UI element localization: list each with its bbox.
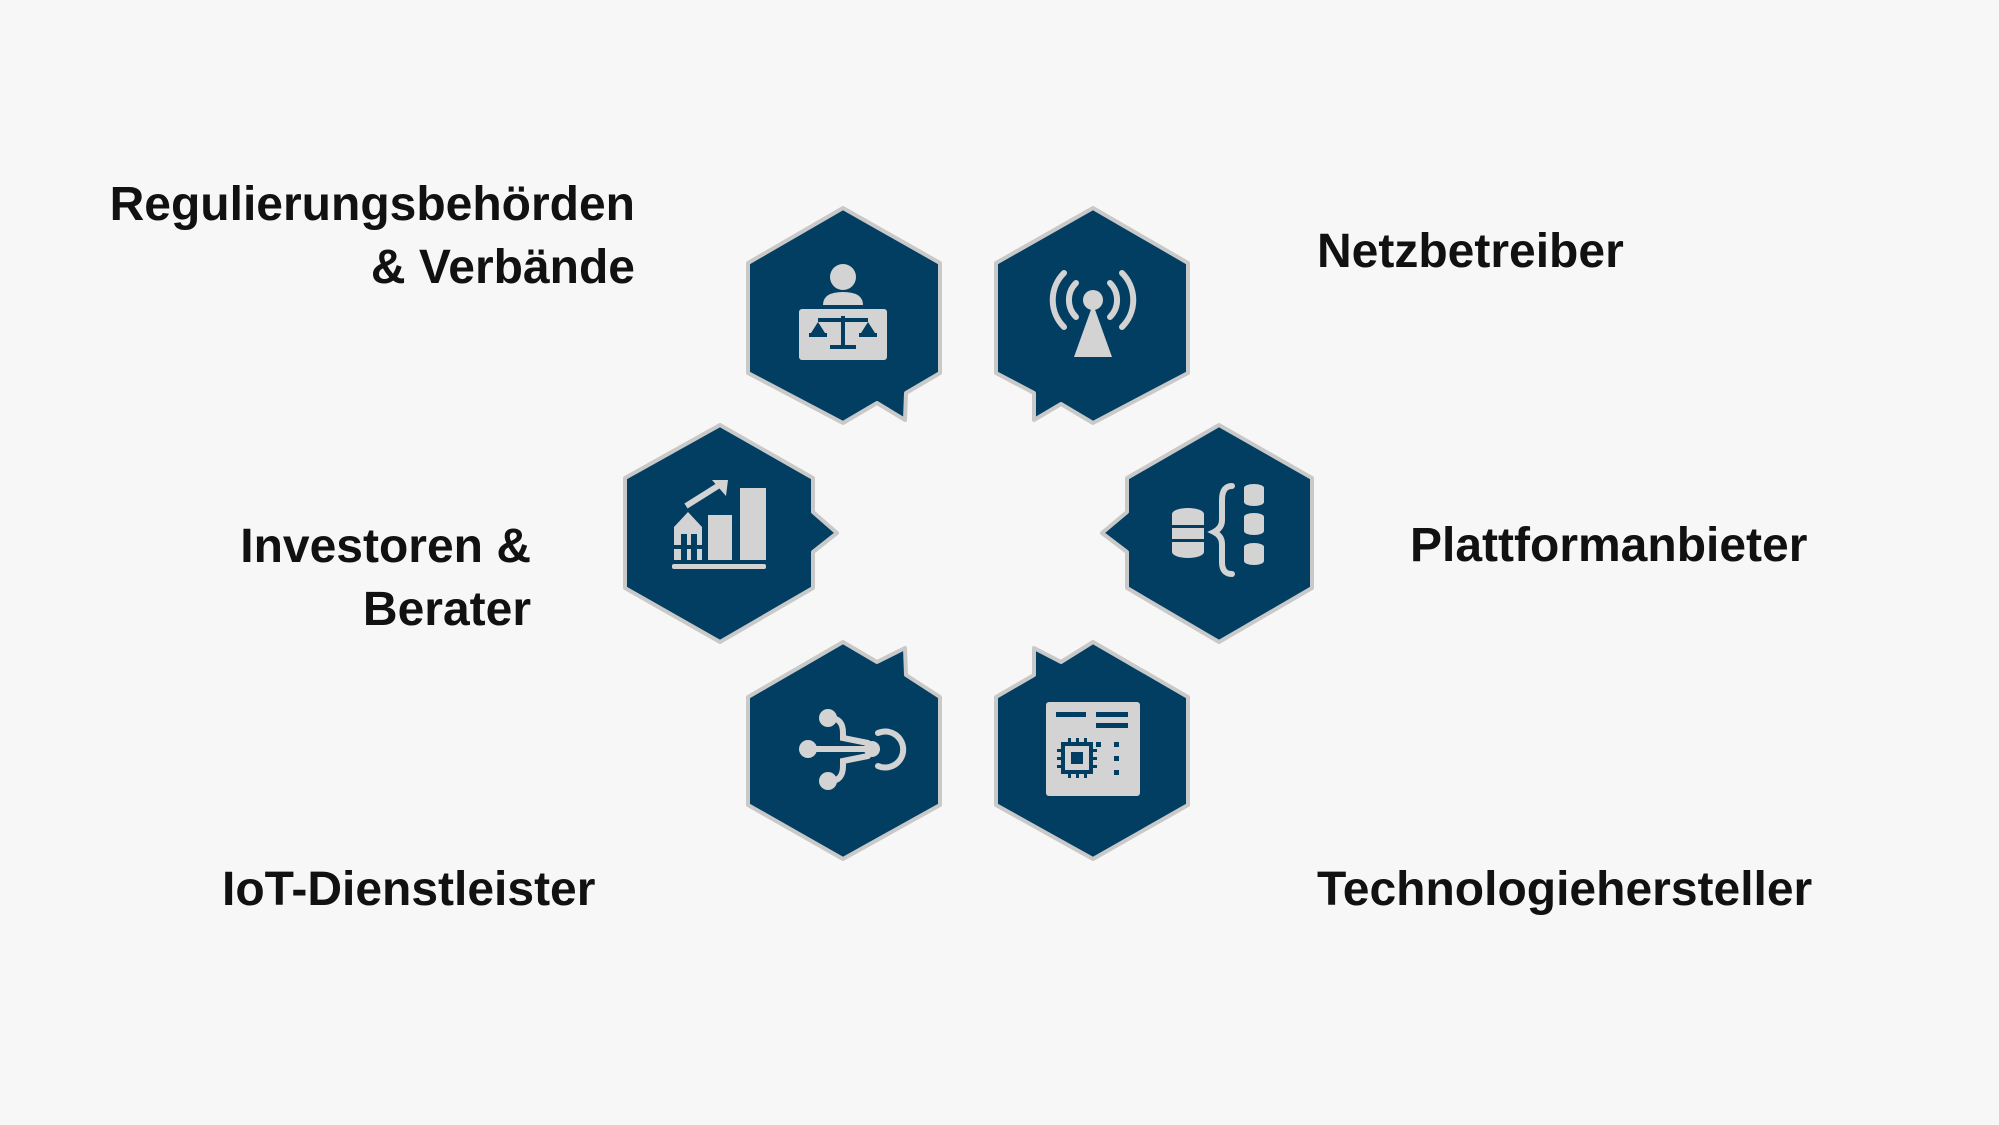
judge-scales-icon — [799, 264, 887, 360]
label-iot-providers-line-1: IoT-Dienstleister — [222, 863, 596, 916]
hexagon-regulators — [746, 206, 942, 425]
label-platform-providers: Plattformanbieter — [1410, 514, 1807, 577]
label-platform-providers-line-1: Plattformanbieter — [1410, 519, 1808, 572]
hexagon-technology-manufacturers — [994, 640, 1190, 861]
label-technology-manufacturers-line-1: Technologiehersteller — [1317, 863, 1813, 916]
growth-chart-icon — [672, 480, 766, 569]
label-grid-operators-line-1: Netzbetreiber — [1317, 225, 1624, 278]
label-investors-line-2: Berater — [362, 583, 531, 636]
label-regulators-line-1: Regulierungsbehörden — [109, 178, 635, 231]
hexagon-investors — [623, 423, 839, 644]
hexagon-platform-providers — [1100, 423, 1314, 644]
iot-connection-icon — [799, 709, 907, 790]
label-investors-line-1: Investoren & — [240, 520, 531, 573]
antenna-tower-icon — [1049, 270, 1137, 357]
hexagon-grid-operators — [994, 206, 1190, 425]
label-regulators-line-2: & Verbände — [370, 241, 635, 294]
label-grid-operators: Netzbetreiber — [1317, 220, 1624, 283]
label-iot-providers: IoT-Dienstleister — [222, 858, 595, 921]
circuit-board-icon — [1046, 702, 1140, 796]
label-regulators: Regulierungsbehörden & Verbände — [110, 173, 635, 299]
database-network-icon — [1172, 483, 1264, 577]
label-investors: Investoren & Berater — [240, 515, 531, 641]
label-technology-manufacturers: Technologiehersteller — [1317, 858, 1812, 921]
hexagon-iot-providers — [746, 640, 942, 861]
